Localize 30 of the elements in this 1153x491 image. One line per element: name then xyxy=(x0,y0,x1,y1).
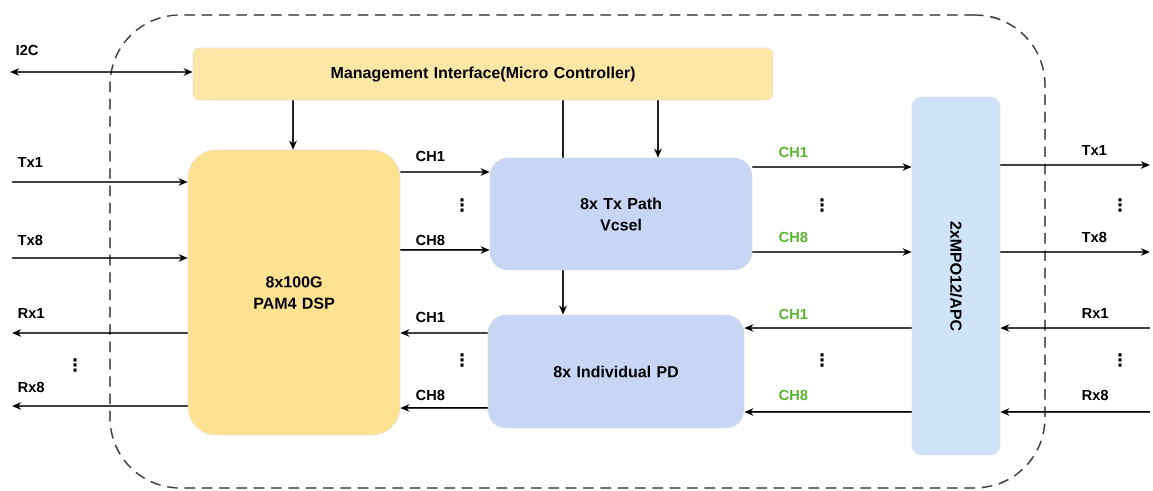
ellipsis: ⋮ xyxy=(820,198,824,212)
edge-label: Rx1 xyxy=(16,306,46,320)
edge-label: Tx1 xyxy=(16,155,45,169)
ellipsis: ⋮ xyxy=(820,353,824,367)
edge-label: Rx1 xyxy=(1080,306,1110,320)
edge-label: CH1 xyxy=(414,149,447,163)
ellipsis: ⋮ xyxy=(1118,198,1122,212)
edge-label: CH8 xyxy=(414,388,447,402)
edge-label: CH8 xyxy=(414,233,447,247)
edge-label: Rx8 xyxy=(16,380,46,394)
ellipsis: ⋮ xyxy=(73,358,77,372)
edge-label: Tx8 xyxy=(16,233,45,247)
edge-label: Rx8 xyxy=(1080,388,1110,402)
ellipsis: ⋮ xyxy=(1118,353,1122,367)
edge-label: Tx8 xyxy=(1080,230,1109,244)
edge-label: CH1 xyxy=(777,145,810,159)
process-box: 8x100G PAM4 DSP xyxy=(187,149,401,436)
ellipsis: ⋮ xyxy=(460,198,464,212)
edge-label: CH1 xyxy=(777,307,810,321)
ellipsis: ⋮ xyxy=(460,353,464,367)
edge-label: CH8 xyxy=(777,388,810,402)
process-box: 8x Tx Path Vcsel xyxy=(489,157,753,271)
process-box: Management Interface(Micro Controller) xyxy=(192,47,774,101)
connector-box: 2xMPO12/APC xyxy=(911,96,1001,456)
process-box: 8x Individual PD xyxy=(487,314,745,429)
edge-label: Tx1 xyxy=(1080,143,1109,157)
edge-label: CH1 xyxy=(414,310,447,324)
module-boundary xyxy=(109,14,1046,489)
edge-label: CH8 xyxy=(777,230,810,244)
edge-label: I2C xyxy=(14,43,40,57)
